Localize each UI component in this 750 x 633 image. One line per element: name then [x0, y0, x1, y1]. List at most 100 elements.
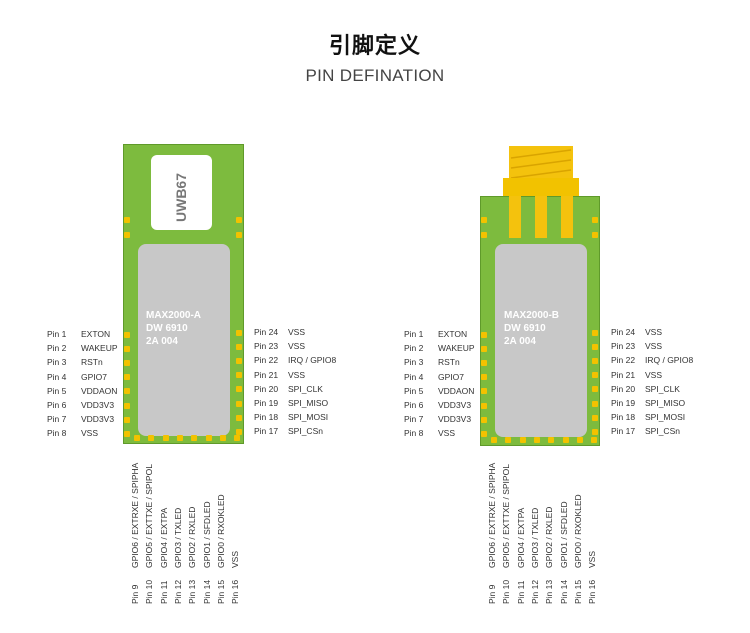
- module-a-logo-text: UWB67: [173, 172, 189, 222]
- pin-function: VDD3V3: [438, 400, 472, 410]
- pin-label-bottom: Pin 9 GPIO6 / EXTRXE / SPIPHA: [130, 463, 141, 604]
- module-b-connector-base: [503, 178, 579, 198]
- pin-function: SPI_CLK: [288, 383, 323, 394]
- pin-label-right: Pin 21 VSS: [611, 370, 662, 381]
- pin-label-bottom: Pin 13GPIO2 / RXLED: [187, 507, 198, 604]
- pin-function: GPIO6 / EXTRXE / SPIPHA: [487, 462, 497, 568]
- pin-number: Pin 13: [544, 579, 555, 604]
- pin-number: Pin 9: [487, 584, 497, 604]
- pad-left-extra: [124, 217, 130, 223]
- pin-number: Pin 14: [558, 579, 569, 604]
- pad-right: [592, 372, 598, 379]
- pad-left: [124, 331, 130, 338]
- pad-bottom: [591, 437, 598, 443]
- pad-bottom: [205, 435, 212, 441]
- pin-number: Pin 10: [144, 579, 155, 604]
- pin-function: GPIO7: [438, 371, 464, 382]
- pad-right: [236, 357, 242, 364]
- pad-right-extra: [592, 232, 598, 238]
- pin-number: Pin 17: [611, 426, 636, 437]
- pin-function: VSS: [288, 327, 306, 337]
- pin-label-left: Pin 3 RSTn: [47, 357, 103, 368]
- pin-number: Pin 21: [611, 369, 636, 380]
- pin-number: Pin 9: [130, 584, 140, 604]
- pin-number: Pin 3: [47, 357, 67, 368]
- pad-bottom: [533, 437, 540, 443]
- pin-number: Pin 23: [611, 341, 636, 352]
- pin-function: IRQ / GPIO8: [288, 355, 337, 366]
- pin-number: Pin 1: [404, 329, 424, 339]
- pad-bottom: [176, 435, 183, 441]
- pad-left: [481, 416, 487, 423]
- pad-bottom: [505, 437, 512, 443]
- page-title: 引脚定义: [328, 34, 421, 59]
- pin-number: Pin 19: [254, 398, 279, 408]
- module-b-chip-line-3: 2A 004: [504, 336, 536, 347]
- pin-function: WAKEUP: [81, 343, 118, 354]
- pin-function: GPIO6 / EXTRXE / SPIPHA: [130, 462, 140, 568]
- pin-number: Pin 19: [611, 398, 636, 408]
- pad-right: [592, 357, 598, 364]
- pin-number: Pin 5: [404, 385, 424, 396]
- pin-function: GPIO4 / EXTPA: [515, 507, 526, 568]
- pin-function: VSS: [645, 369, 663, 380]
- pad-right: [592, 428, 598, 435]
- pin-function: GPIO3 / TXLED: [172, 507, 183, 568]
- module-b-shield: [495, 244, 587, 437]
- pad-left: [481, 388, 487, 395]
- pin-label-bottom: Pin 10GPIO5 / EXTTXE / SPIPOL: [501, 464, 512, 604]
- pin-label-bottom: Pin 16VSS: [587, 551, 598, 604]
- pin-number: Pin 21: [254, 369, 279, 380]
- pad-bottom: [148, 435, 155, 441]
- pin-function: EXTON: [438, 329, 468, 339]
- pin-label-bottom: Pin 15GPIO0 / RXOKLED: [573, 494, 584, 604]
- pad-right: [236, 428, 242, 435]
- pad-right: [236, 329, 242, 336]
- pad-left: [481, 359, 487, 366]
- pad-bottom: [576, 437, 583, 443]
- pin-number: Pin 15: [572, 579, 583, 604]
- pin-number: Pin 6: [404, 400, 424, 410]
- pad-left: [481, 402, 487, 409]
- pad-right: [592, 329, 598, 336]
- module-a-chip-line-1: MAX2000-A: [146, 310, 202, 321]
- pad-bottom: [219, 435, 226, 441]
- module-a-chip-line-3: 2A 004: [146, 336, 178, 347]
- module-b-antenna-leg-2: [535, 196, 547, 238]
- pin-function: SPI_CLK: [645, 383, 680, 394]
- pin-number: Pin 7: [47, 414, 67, 425]
- pad-right-extra: [236, 217, 242, 223]
- pin-function: GPIO1 / SFDLED: [558, 501, 569, 568]
- pin-label-bottom: Pin 11GPIO4 / EXTPA: [159, 508, 170, 604]
- module-b-chip-line-1: MAX2000-B: [504, 310, 560, 321]
- pin-function: RSTn: [81, 357, 103, 368]
- pin-function: GPIO3 / TXLED: [529, 507, 540, 568]
- pin-number: Pin 5: [47, 385, 67, 396]
- pin-label-bottom: Pin 16VSS: [230, 551, 241, 604]
- pad-left: [481, 430, 487, 437]
- pin-label-left: Pin 6 VDD3V3: [404, 400, 471, 411]
- pad-left: [481, 374, 487, 381]
- module-a-chip-line-2: DW 6910: [146, 323, 188, 334]
- pin-number: Pin 10: [501, 579, 512, 604]
- pin-number: Pin 7: [404, 414, 424, 425]
- pin-number: Pin 12: [172, 579, 183, 604]
- pad-left: [124, 359, 130, 366]
- pad-left-extra: [124, 232, 130, 238]
- pad-right: [236, 386, 242, 393]
- pin-number: Pin 24: [611, 327, 636, 337]
- pin-function: GPIO5 / EXTTXE / SPIPOL: [144, 464, 155, 568]
- pad-bottom: [234, 435, 241, 441]
- pin-function: RSTn: [438, 357, 460, 368]
